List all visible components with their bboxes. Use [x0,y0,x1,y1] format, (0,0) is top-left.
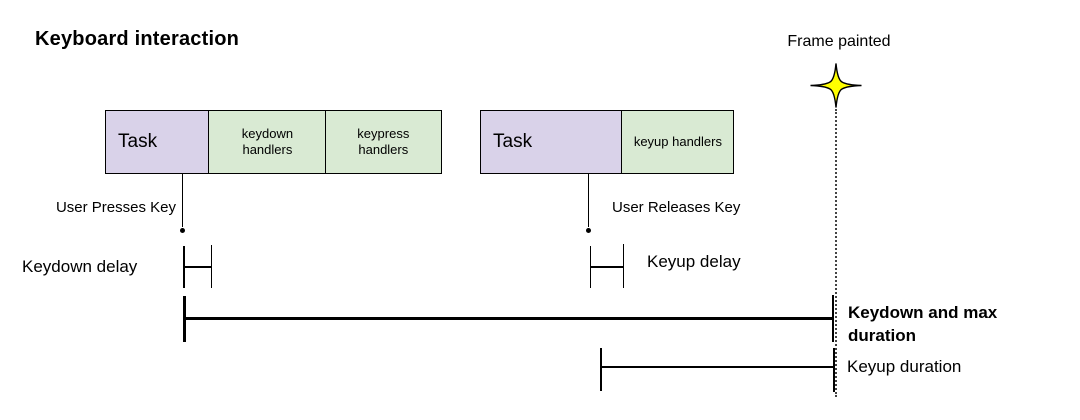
keydown-duration-bar [184,317,834,320]
user-presses-key-label: User Presses Key [55,199,176,216]
keyup-task-label: Task [493,131,533,152]
user-presses-arrow-head [180,228,185,233]
keypress-handlers-label: keypress handlers [357,126,410,157]
keyup-handlers-label: keyup handlers [633,134,722,149]
keyup-duration-bar [601,366,834,368]
keyup-delay-label: Keyup delay [647,252,741,271]
keydown-duration-right-cap [832,295,835,342]
keydown-task-label: Task [118,131,158,152]
keypress-handlers-box: keypress handlers [324,110,442,174]
frame-painted-star-icon [809,62,863,114]
keyup-task-group: Task keyup handlers [480,110,735,174]
diagram-title: Keyboard interaction [35,28,240,50]
keyup-task-box: Task [480,110,623,174]
frame-painted-dotted-line [835,109,837,397]
user-releases-arrow-line [587,174,590,227]
keydown-handlers-label: keydown handlers [241,126,294,157]
keydown-task-box: Task [105,110,210,174]
keydown-duration-label: Keydown and max duration [848,303,998,345]
frame-painted-label: Frame painted [787,33,891,50]
keydown-handlers-box: keydown handlers [208,110,327,174]
keydown-task-group: Task keydown handlers keypress handlers [105,110,442,174]
keydown-delay-label: Keydown delay [22,257,138,276]
keyup-duration-right-cap [833,348,835,392]
keyup-duration-left-cap [600,348,602,391]
user-presses-arrow-line [181,174,184,227]
keyup-delay-bar [590,266,624,268]
keyup-handlers-box: keyup handlers [621,110,735,174]
user-releases-key-label: User Releases Key [612,199,741,216]
keyup-duration-label: Keyup duration [847,357,962,376]
user-releases-arrow-head [586,228,591,233]
keydown-delay-bar [183,266,212,268]
